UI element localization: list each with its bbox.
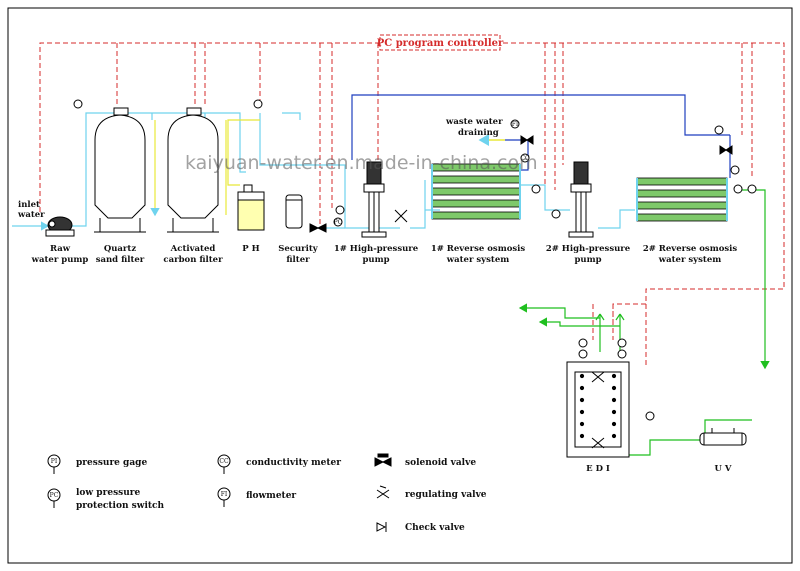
legend-regulating-label: regulating valve bbox=[405, 490, 487, 500]
hp-pump-2-label-2: pump bbox=[574, 255, 601, 265]
outer-frame bbox=[7, 7, 793, 564]
waste-label-2: draining bbox=[458, 128, 499, 138]
ro2-instruments bbox=[714, 125, 757, 194]
ro-2-label-1: 2# Reverse osmosis bbox=[643, 244, 738, 254]
uv-sterilizer-icon bbox=[645, 411, 747, 446]
svg-text:CC: CC bbox=[520, 155, 530, 162]
legend-fi-symbol: FI bbox=[221, 491, 228, 498]
top-gauges bbox=[73, 99, 345, 215]
legend-cc-symbol: CC bbox=[219, 458, 229, 465]
inlet-label-2: water bbox=[17, 210, 45, 220]
legend-pc-symbol: PC bbox=[50, 492, 59, 499]
legend-check-label: Check valve bbox=[405, 523, 465, 533]
quartz-label-2: sand filter bbox=[96, 255, 145, 265]
edi-unit-icon bbox=[566, 338, 630, 458]
carbon-label-2: carbon filter bbox=[163, 255, 223, 265]
security-filter-icon bbox=[285, 194, 303, 229]
waste-drain-valves: FI CC bbox=[478, 119, 534, 163]
ro-system-2-icon bbox=[636, 177, 728, 222]
product-lines bbox=[518, 189, 770, 456]
ro-1-label-2: water system bbox=[446, 255, 509, 265]
svg-text:PC: PC bbox=[334, 219, 343, 226]
svg-text:FI: FI bbox=[512, 121, 519, 128]
carbon-label-1: Activated bbox=[170, 244, 216, 254]
ro-2-label-2: water system bbox=[658, 255, 721, 265]
equipment-labels: Raw water pump Quartz sand filter Activa… bbox=[31, 244, 738, 265]
legend-flowmeter-label: flowmeter bbox=[246, 491, 296, 501]
raw-pump-label-2: water pump bbox=[31, 255, 89, 265]
controller-box bbox=[379, 34, 501, 51]
quartz-sand-filter-icon bbox=[94, 107, 146, 233]
legend-pi-symbol: PI bbox=[51, 458, 58, 465]
security-label-2: filter bbox=[286, 255, 310, 265]
security-label-1: Security bbox=[278, 244, 319, 254]
watermark: kaiyuan-water.en.made-in-china.com bbox=[185, 152, 538, 174]
legend-pressure-gage-icon: PI bbox=[47, 454, 61, 474]
inlet-label-1: inlet bbox=[18, 200, 40, 210]
legend-conductivity-meter-icon: CC bbox=[217, 454, 231, 474]
activated-carbon-filter-icon bbox=[167, 107, 219, 233]
waste-label-1: waste water bbox=[445, 117, 503, 127]
controller-label: PC program controller bbox=[377, 38, 504, 49]
legend-solenoid-valve-icon bbox=[374, 453, 392, 467]
legend-solenoid-label: solenoid valve bbox=[405, 458, 476, 468]
legend-check-valve-icon bbox=[376, 522, 387, 532]
ph-label: P H bbox=[242, 244, 259, 254]
legend-low-pressure-switch-icon: PC bbox=[47, 488, 61, 508]
ro-1-label-1: 1# Reverse osmosis bbox=[431, 244, 526, 254]
quartz-label-1: Quartz bbox=[104, 244, 136, 254]
control-wiring bbox=[39, 42, 785, 367]
high-pressure-pump-1-icon bbox=[361, 161, 408, 238]
legend-conductivity-label: conductivity meter bbox=[246, 458, 341, 468]
ph-dosing-lines bbox=[150, 119, 260, 217]
edi-label: E D I bbox=[586, 464, 610, 474]
raw-pump-label-1: Raw bbox=[50, 244, 71, 254]
high-pressure-pump-2-icon bbox=[531, 161, 594, 238]
raw-water-pump-icon bbox=[45, 216, 75, 237]
low-pressure-switch-icon: PC bbox=[309, 217, 343, 233]
legend-low-pressure-label-2: protection switch bbox=[76, 501, 165, 511]
ro-system-1-icon bbox=[431, 163, 521, 220]
legend-low-pressure-label-1: low pressure bbox=[76, 488, 140, 498]
ph-tank-icon bbox=[237, 184, 265, 231]
uv-label: U V bbox=[715, 464, 732, 474]
hp-pump-1-label-2: pump bbox=[362, 255, 389, 265]
hp-pump-2-label-1: 2# High-pressure bbox=[546, 244, 631, 254]
legend-flowmeter-icon: FI bbox=[217, 487, 231, 507]
hp-pump-1-label-1: 1# High-pressure bbox=[334, 244, 419, 254]
legend: PI pressure gage PC low pressure protect… bbox=[47, 453, 487, 533]
legend-regulating-valve-icon bbox=[376, 485, 390, 499]
legend-pressure-gage-label: pressure gage bbox=[76, 458, 147, 468]
